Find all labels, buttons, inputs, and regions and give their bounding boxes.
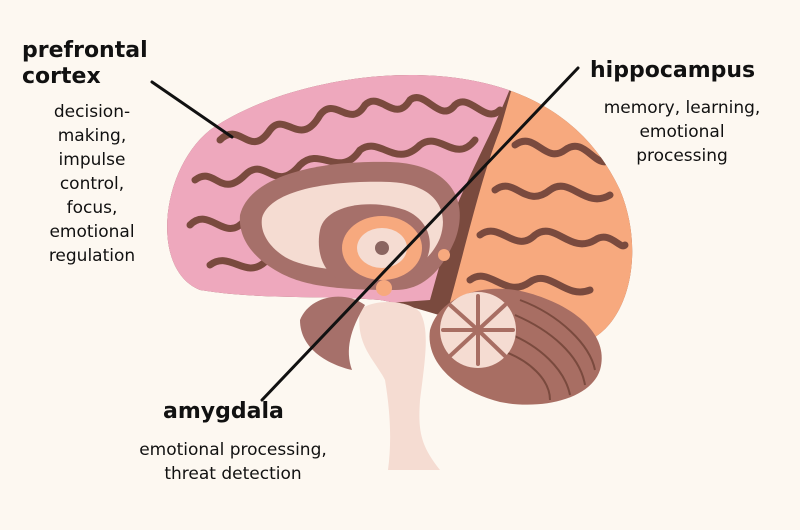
amygdala-title: amygdala [163,399,284,424]
gyrus-line [191,136,479,188]
prefrontal-cortex-description: decision- making, impulse control, focus… [22,100,162,268]
prefrontal-cortex-title: prefrontal cortex [22,38,148,90]
gyrus-line [466,272,594,296]
prefrontal-cortex-pointer [150,80,234,139]
amygdala-desc-line: threat detection [164,464,302,484]
prefrontal-desc-line: making, [57,126,127,146]
hippocampus-desc-line: processing [636,146,728,166]
hippocampus-desc-line: memory, learning, [603,98,761,118]
prefrontal-desc-line: impulse [58,150,126,170]
arbor-vitae-branch [476,328,507,358]
brainstem [359,302,440,470]
prefrontal-desc-line: decision- [53,102,131,122]
prefrontal-cortex-title-line-2: cortex [22,64,101,89]
gyrus-line [511,137,614,166]
cerebellum-line [514,314,586,386]
gyrus-line [216,94,504,146]
thalamus-center [375,241,389,255]
gyrus-line [206,257,269,272]
pineal-gland [438,249,450,261]
prefrontal-desc-line: regulation [48,246,136,266]
gyrus-line [476,227,629,250]
arbor-vitae-branch [476,303,507,332]
arbor-vitae-branch [448,328,480,358]
prefrontal-desc-line: control, [59,174,125,194]
amygdala-node [376,280,392,296]
prefrontal-cortex-title-line-1: prefrontal [22,38,148,63]
arbor-vitae-branch [448,303,480,332]
hippocampus-description: memory, learning, emotional processing [582,96,782,168]
brainstem-shadow [300,296,365,370]
hippocampus-title: hippocampus [590,58,756,83]
prefrontal-desc-line: emotional [49,222,135,242]
prefrontal-desc-line: focus, [66,198,118,218]
hippocampus-amygdala-pointer [260,66,580,402]
hippocampus-desc-line: emotional [639,122,725,142]
gyrus-line [491,182,614,203]
amygdala-description: emotional processing, threat detection [108,438,358,486]
cerebellum-line [519,299,596,371]
amygdala-desc-line: emotional processing, [139,440,327,460]
